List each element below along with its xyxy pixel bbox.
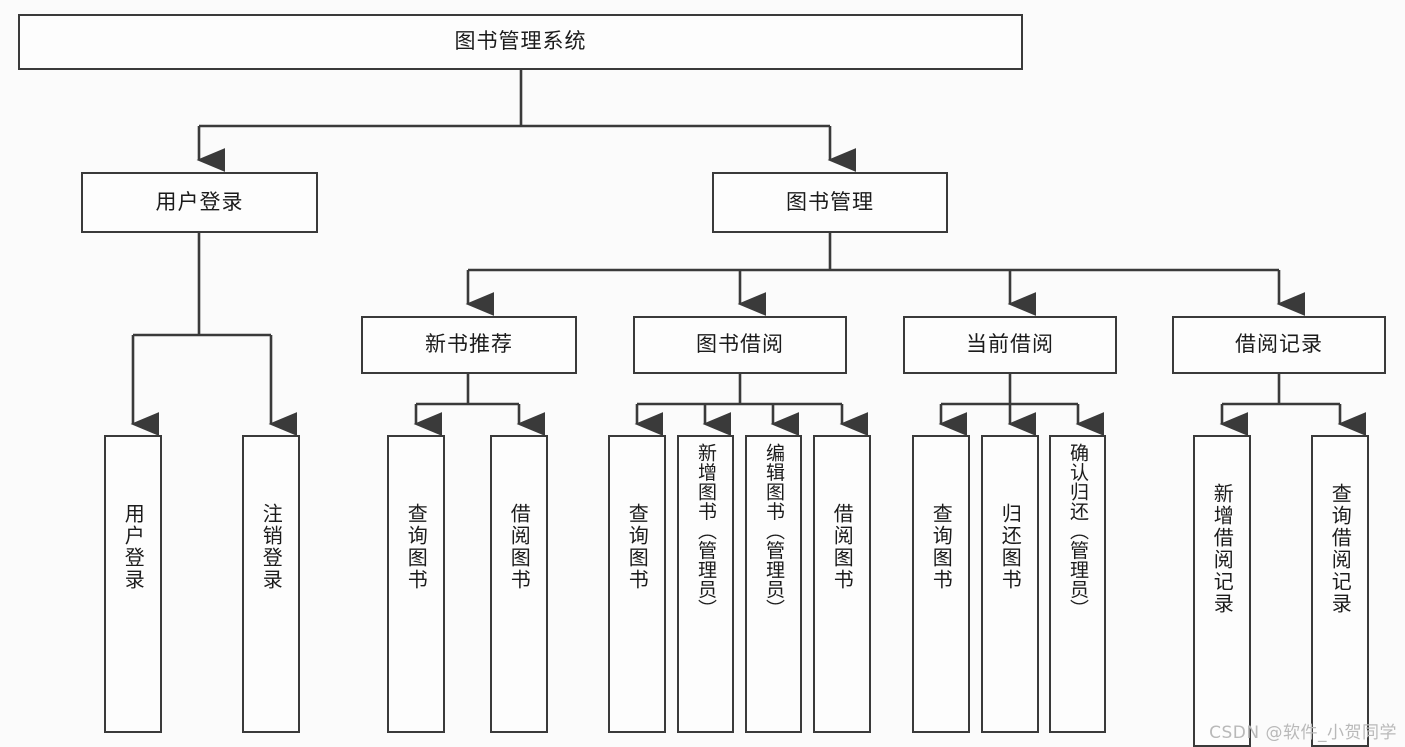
node-user-login[interactable]: 用户登录 <box>81 172 318 233</box>
node-label: 图书管理系统 <box>454 29 587 54</box>
node-label: 编辑图书（管理员） <box>763 443 786 619</box>
node-borrow-record[interactable]: 借阅记录 <box>1172 316 1386 374</box>
leaf-edit-book-admin[interactable]: 编辑图书（管理员） <box>745 435 802 733</box>
csdn-watermark: CSDN @软件_小贺同学 <box>1209 723 1397 743</box>
leaf-user-login[interactable]: 用户登录 <box>104 435 162 733</box>
node-label: 归还图书 <box>998 503 1023 591</box>
node-root-book-management-system[interactable]: 图书管理系统 <box>18 14 1023 70</box>
leaf-add-borrow-record[interactable]: 新增借阅记录 <box>1193 435 1251 747</box>
node-label: 图书管理 <box>786 189 874 214</box>
node-label: 借阅图书 <box>830 503 855 591</box>
node-label: 查询图书 <box>404 503 429 591</box>
node-label: 用户登录 <box>121 503 146 591</box>
node-label: 注销登录 <box>259 503 284 591</box>
leaf-add-book-admin[interactable]: 新增图书（管理员） <box>677 435 734 733</box>
leaf-logout[interactable]: 注销登录 <box>242 435 300 733</box>
node-label: 新书推荐 <box>425 332 513 357</box>
leaf-return-book[interactable]: 归还图书 <box>981 435 1039 733</box>
node-book-management[interactable]: 图书管理 <box>712 172 948 233</box>
node-label: 图书借阅 <box>696 332 784 357</box>
node-label: 当前借阅 <box>966 332 1054 357</box>
node-label: 查询图书 <box>625 503 650 591</box>
node-label: 新增借阅记录 <box>1210 483 1235 615</box>
leaf-borrow-book-recommend[interactable]: 借阅图书 <box>490 435 548 733</box>
node-label: 用户登录 <box>155 189 244 214</box>
node-label: 新增图书（管理员） <box>695 443 718 619</box>
leaf-query-book-recommend[interactable]: 查询图书 <box>387 435 445 733</box>
leaf-query-book-borrow[interactable]: 查询图书 <box>608 435 666 733</box>
leaf-confirm-return-admin[interactable]: 确认归还（管理员） <box>1049 435 1106 733</box>
node-label: 借阅记录 <box>1235 332 1323 357</box>
leaf-query-book-current[interactable]: 查询图书 <box>912 435 970 733</box>
leaf-borrow-book[interactable]: 借阅图书 <box>813 435 871 733</box>
node-book-borrow[interactable]: 图书借阅 <box>633 316 847 374</box>
node-label: 查询借阅记录 <box>1328 483 1353 615</box>
leaf-query-borrow-record[interactable]: 查询借阅记录 <box>1311 435 1369 747</box>
node-label: 借阅图书 <box>507 503 532 591</box>
node-current-borrow[interactable]: 当前借阅 <box>903 316 1117 374</box>
node-label: 查询图书 <box>929 503 954 591</box>
node-new-book-recommend[interactable]: 新书推荐 <box>361 316 577 374</box>
node-label: 确认归还（管理员） <box>1067 443 1090 619</box>
